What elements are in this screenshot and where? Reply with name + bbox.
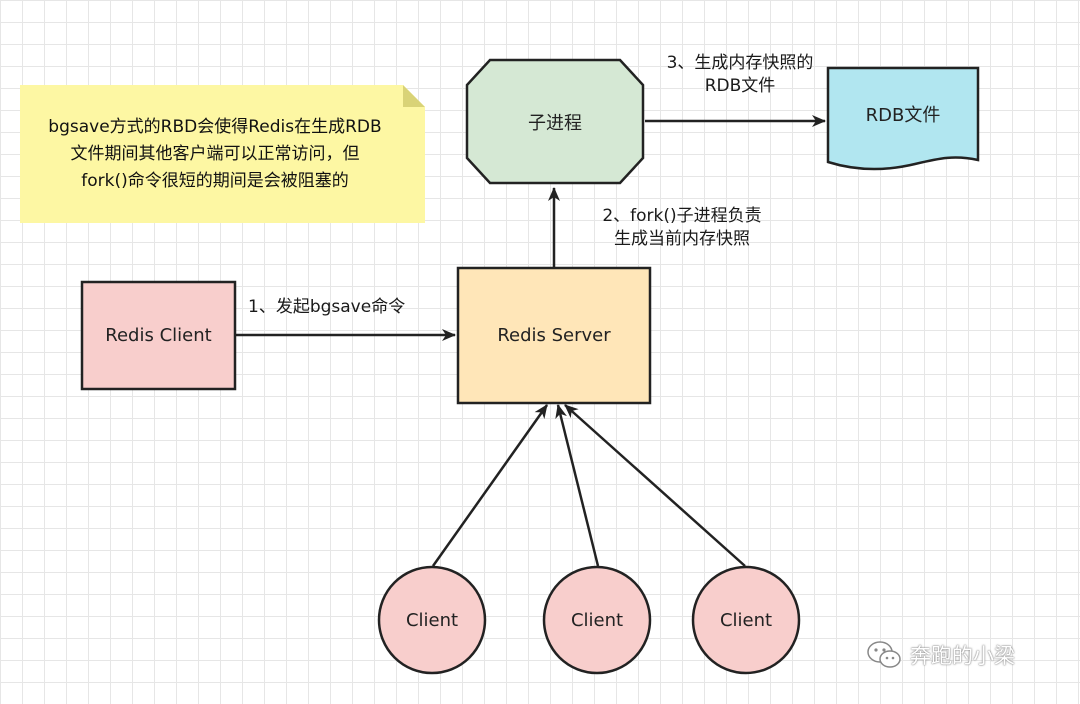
watermark-text: 奔跑的小梁 <box>910 644 1015 668</box>
redis-client-node <box>80 280 237 391</box>
redis-server-node <box>456 266 652 405</box>
rdb-file-label: RDB文件 <box>865 105 941 126</box>
edge-client2-to-server <box>555 404 600 567</box>
redis-client-label: Redis Client <box>105 325 212 346</box>
edge-label-step2-line2: 生成当前内存快照 <box>614 229 750 249</box>
edge-client1-to-server <box>431 404 549 567</box>
child-process-label: 子进程 <box>528 112 582 134</box>
wechat-icon <box>867 641 901 668</box>
edge-label-step3-line2: RDB文件 <box>704 76 776 96</box>
watermark: 奔跑的小梁 <box>866 640 1015 670</box>
redis-server-label: Redis Server <box>497 325 611 346</box>
edge-label-step2: 2、fork()子进程负责 生成当前内存快照 <box>582 205 782 251</box>
client-label-2: Client <box>570 609 624 631</box>
note-line-2: 文件期间其他客户端可以正常访问，但 <box>70 143 360 164</box>
client-node-3 <box>691 565 801 675</box>
client-label-3: Client <box>719 609 773 631</box>
edge-label-step2-line1: 2、fork()子进程负责 <box>602 206 762 226</box>
edge-label-step1: 1、发起bgsave命令 <box>248 297 406 317</box>
edge-label-step3: 3、生成内存快照的 RDB文件 <box>650 52 830 98</box>
client-label-1: Client <box>405 609 459 631</box>
client-node-1 <box>377 565 487 675</box>
note-text: bgsave方式的RBD会使得Redis在生成RDB 文件期间其他客户端可以正常… <box>20 85 420 223</box>
child-process-node <box>465 58 645 185</box>
edge-client3-to-server <box>564 404 746 567</box>
edge-label-step3-line1: 3、生成内存快照的 <box>666 53 814 73</box>
note-line-3: fork()命令很短的期间是会被阻塞的 <box>81 170 349 191</box>
note-line-1: bgsave方式的RBD会使得Redis在生成RDB <box>48 116 382 137</box>
note-shape <box>20 85 425 223</box>
client-node-2 <box>542 565 652 675</box>
rdb-file-node <box>826 66 980 171</box>
